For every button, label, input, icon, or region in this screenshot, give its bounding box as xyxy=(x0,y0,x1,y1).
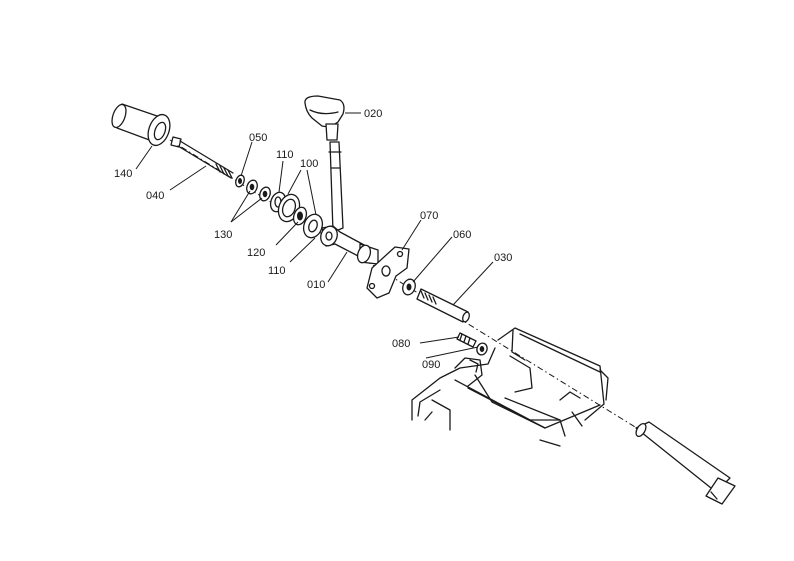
assembly-center-axis xyxy=(169,139,641,431)
label-100: 100 xyxy=(300,158,318,170)
transmission-housing-outline xyxy=(411,327,609,447)
label-080: 080 xyxy=(392,338,410,350)
label-110-upper: 110 xyxy=(276,149,294,161)
part-060-washer xyxy=(402,278,416,296)
part-080-pin xyxy=(456,332,477,348)
label-120: 120 xyxy=(247,247,265,259)
label-070: 070 xyxy=(420,210,438,222)
label-090: 090 xyxy=(422,359,440,371)
label-140: 140 xyxy=(114,168,132,180)
label-030: 030 xyxy=(494,252,512,264)
part-020-knob xyxy=(304,95,345,141)
part-010-shift-lever xyxy=(320,141,379,265)
part-110-bushing-lower xyxy=(302,213,324,239)
leader-lines xyxy=(135,112,494,359)
part-090-nut xyxy=(476,342,488,356)
part-rod-fork xyxy=(635,421,736,505)
label-130: 130 xyxy=(214,229,232,241)
label-050: 050 xyxy=(249,132,267,144)
part-070-plate xyxy=(366,246,410,299)
label-110-lower: 110 xyxy=(268,265,286,277)
label-040: 040 xyxy=(146,190,164,202)
label-020: 020 xyxy=(364,108,382,120)
part-030-shaft xyxy=(416,288,470,323)
part-130-washers xyxy=(246,179,271,202)
part-040-bolt xyxy=(170,136,234,179)
part-140-grip xyxy=(111,103,171,147)
label-010: 010 xyxy=(307,279,325,291)
part-050-nut xyxy=(235,174,245,188)
label-060: 060 xyxy=(453,229,471,241)
part-120-spring-washer xyxy=(292,206,308,226)
